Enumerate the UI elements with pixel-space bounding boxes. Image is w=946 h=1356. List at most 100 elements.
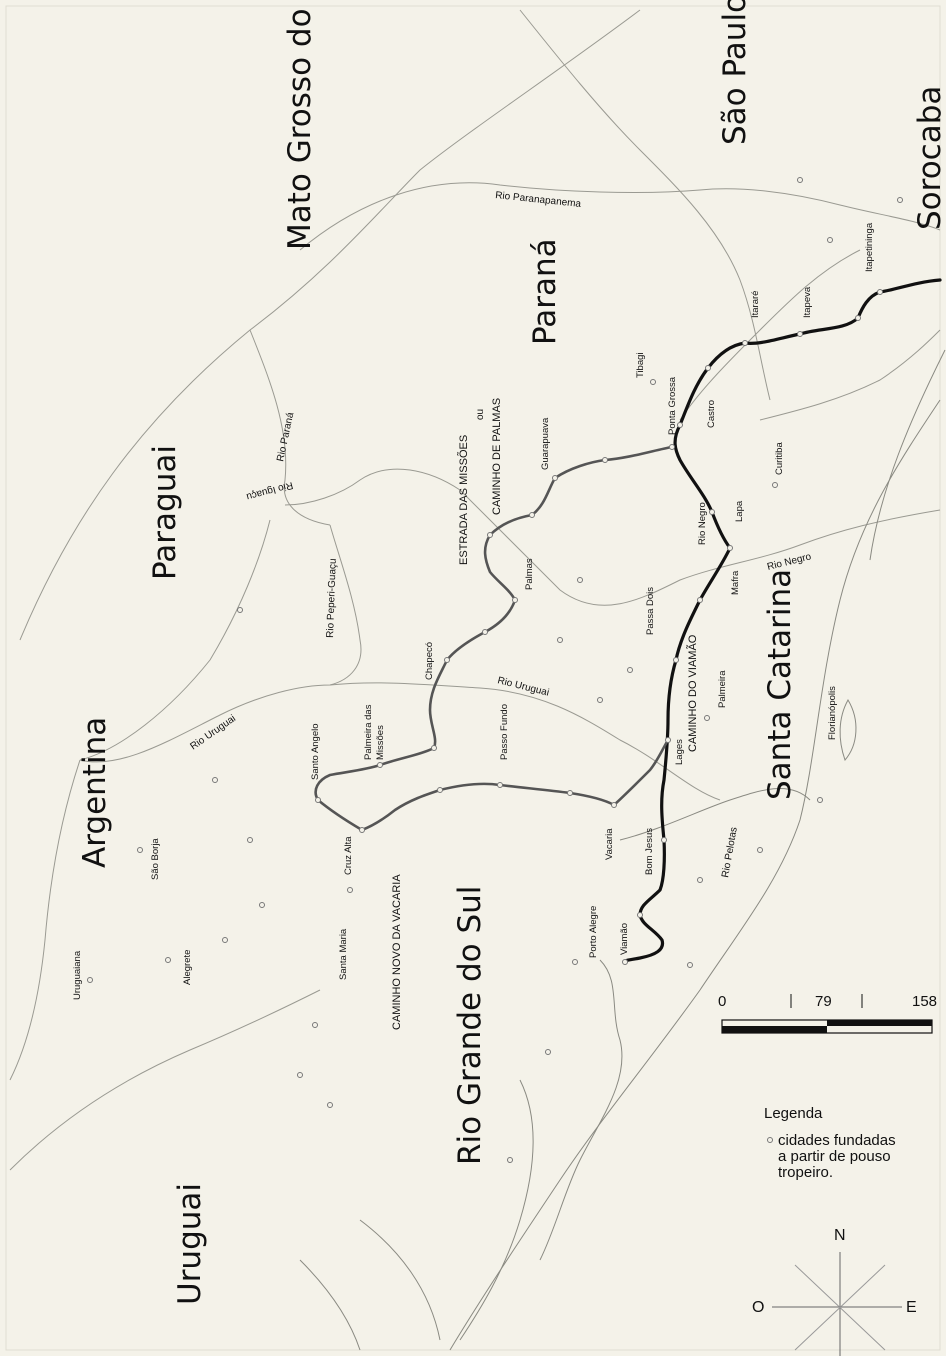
city-dot xyxy=(827,237,833,243)
city-dot xyxy=(627,667,633,673)
label-ponta-grossa: Ponta Grossa xyxy=(667,376,678,435)
city-dot xyxy=(482,629,488,635)
scale-bar-segment xyxy=(827,1020,932,1026)
label-passa-dois: Passa Dois xyxy=(645,587,656,635)
city-dot xyxy=(669,444,675,450)
city-dot xyxy=(877,289,883,295)
route-vacaria-lages xyxy=(612,738,670,807)
city-dot xyxy=(312,1022,318,1028)
city-labels: Itapetininga Itapeva Itararé Tibagi Pont… xyxy=(72,222,875,1000)
label-florianopolis: Florianópolis xyxy=(827,686,838,740)
coast-south-inner xyxy=(359,1219,441,1341)
scale-label-max: 158 xyxy=(912,993,937,1010)
river-labels: Rio Paranapanema Rio Paraná Rio Iguaçu R… xyxy=(188,190,812,878)
compass-diag xyxy=(794,1264,886,1351)
scale-bar-segment xyxy=(722,1026,827,1033)
city-dot xyxy=(897,197,903,203)
city-dot xyxy=(87,977,93,983)
region-sorocaba: Sorocaba xyxy=(912,86,946,230)
label-castro: Castro xyxy=(706,400,717,428)
city-dot xyxy=(665,737,671,743)
label-mafra: Mafra xyxy=(730,570,741,595)
city-dot xyxy=(487,532,493,538)
city-dot xyxy=(661,837,667,843)
city-dot xyxy=(704,715,710,721)
coastline xyxy=(299,349,946,1351)
city-dot xyxy=(545,1049,551,1055)
river-paranapanema-line xyxy=(299,182,941,251)
compass-west: O xyxy=(752,1299,764,1316)
label-estrada-das-missoes: ESTRADA DAS MISSÕES xyxy=(457,435,470,565)
label-rio-parana: Rio Paraná xyxy=(275,411,296,463)
route-caminho-viamao xyxy=(623,278,942,964)
label-caminho-novo-da-vacaria: CAMINHO NOVO DA VACARIA xyxy=(391,874,403,1030)
label-itapeva: Itapeva xyxy=(802,286,813,318)
label-rio-uruguai-west: Rio Uruguai xyxy=(188,713,238,752)
legend: Legenda cidades fundadas a partir de pou… xyxy=(764,1105,896,1181)
city-dot xyxy=(315,797,321,803)
city-dot xyxy=(377,762,383,768)
label-ou: ou xyxy=(475,409,486,420)
label-cruz-alta: Cruz Alta xyxy=(343,836,354,875)
label-tibagi: Tibagi xyxy=(635,352,646,378)
city-dot xyxy=(237,607,243,613)
label-palmeira-das-missoes: Palmeira das Missões xyxy=(363,702,386,760)
city-dot xyxy=(697,877,703,883)
label-sao-borja: São Borja xyxy=(150,838,161,880)
city-dot xyxy=(705,365,711,371)
compass-rose: N E O xyxy=(752,1227,917,1356)
island-florianopolis xyxy=(839,698,857,761)
boundary-sp-parana xyxy=(679,249,861,421)
label-lages: Lages xyxy=(674,739,685,765)
river-pelotas-line xyxy=(619,787,811,841)
legend-line3: tropeiro. xyxy=(778,1164,833,1181)
region-paraguai: Paraguai xyxy=(147,445,183,580)
city-dot xyxy=(742,340,748,346)
coast-parana xyxy=(869,349,946,561)
boundary-argentina xyxy=(79,519,271,761)
city-dot xyxy=(597,697,603,703)
city-dot xyxy=(437,787,443,793)
city-dot xyxy=(327,1102,333,1108)
label-lapa: Lapa xyxy=(734,500,745,522)
city-dot xyxy=(602,457,608,463)
label-passo-fundo: Passo Fundo xyxy=(499,704,510,760)
legend-line1: cidades fundadas xyxy=(778,1132,896,1149)
label-vacaria: Vacaria xyxy=(604,828,615,860)
atlantic-coast xyxy=(449,399,941,1351)
scale-label-mid: 79 xyxy=(815,993,832,1010)
label-uruguaiana: Uruguaiana xyxy=(72,950,83,1000)
routes xyxy=(314,278,942,964)
label-bom-jesus: Bom Jesus xyxy=(644,828,655,875)
city-dot xyxy=(677,422,683,428)
label-chapeco: Chapecó xyxy=(424,642,435,680)
city-dot xyxy=(222,937,228,943)
city-dot xyxy=(347,887,353,893)
city-dot xyxy=(247,837,253,843)
city-dots xyxy=(87,177,903,1163)
city-dot xyxy=(797,177,803,183)
label-palmeira: Palmeira xyxy=(717,670,728,708)
city-dot xyxy=(650,379,656,385)
boundary-sp-inner xyxy=(519,9,771,401)
label-palmeira-line1: Palmeira das xyxy=(363,704,374,760)
label-guarapuava: Guarapuava xyxy=(540,417,551,470)
region-parana: Paraná xyxy=(527,238,563,345)
label-palmas: Palmas xyxy=(524,558,535,590)
compass-east: E xyxy=(906,1299,917,1316)
city-dot xyxy=(359,827,365,833)
label-rio-peperi-guacu: Rio Peperi-Guaçu xyxy=(325,558,339,638)
city-dot xyxy=(557,637,563,643)
label-itarare: Itararé xyxy=(750,291,761,318)
city-dot xyxy=(444,657,450,663)
label-rio-negro-city: Rio Negro xyxy=(697,502,708,545)
label-rio-paranapanema: Rio Paranapanema xyxy=(495,190,582,210)
boundary-sc-parana xyxy=(459,489,941,606)
city-dot xyxy=(727,545,733,551)
legend-dot-icon xyxy=(767,1137,773,1143)
label-porto-alegre: Porto Alegre xyxy=(588,906,599,958)
boundary-uruguai-south xyxy=(9,989,321,1171)
region-sao-paulo: São Paulo xyxy=(717,0,753,145)
compass-north: N xyxy=(834,1227,846,1244)
